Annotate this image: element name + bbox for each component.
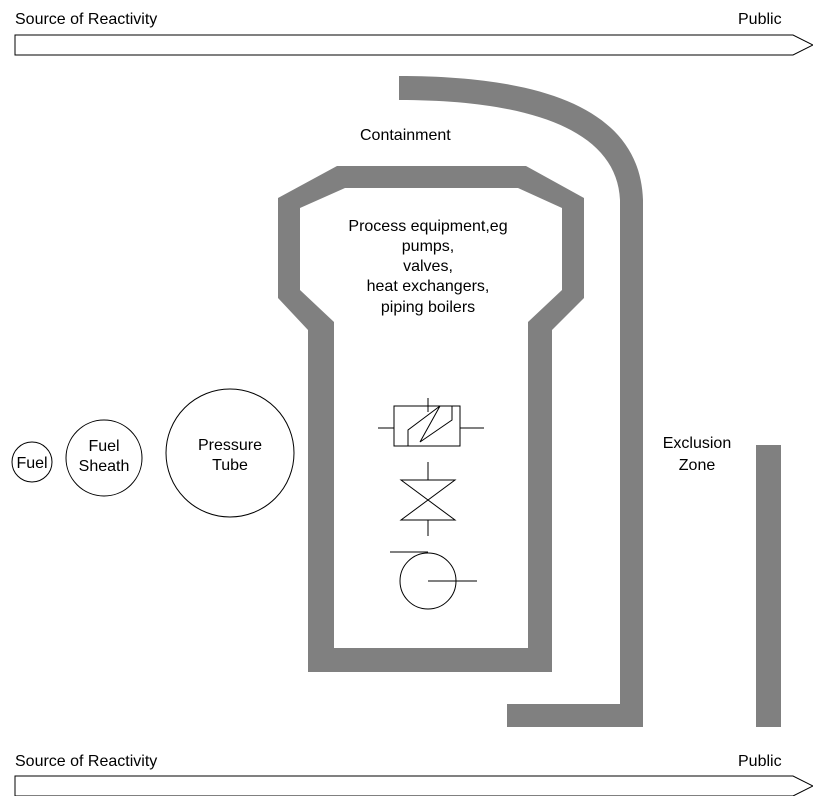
process-equipment-line-5: piping boilers xyxy=(381,299,475,316)
containment-wall xyxy=(399,76,643,727)
fuel-label: Fuel xyxy=(16,455,47,472)
bottom-arrow-group: Source of Reactivity Public xyxy=(14,753,813,797)
exclusion-zone-group: Exclusion Zone xyxy=(663,435,781,727)
top-arrow-group: Source of Reactivity Public xyxy=(14,11,813,56)
heat-exchanger-icon xyxy=(378,398,484,447)
bottom-arrow-left-label: Source of Reactivity xyxy=(15,753,157,770)
pressure-tube-label-1: Pressure xyxy=(198,437,262,454)
containment-label: Containment xyxy=(360,127,451,144)
exclusion-zone-label-2: Zone xyxy=(679,457,716,474)
process-equipment-line-1: Process equipment,eg xyxy=(348,218,507,235)
top-arrow-right-label: Public xyxy=(738,11,782,28)
pump-icon xyxy=(390,551,477,610)
exclusion-zone-barrier xyxy=(756,445,781,727)
pressure-tube-circle xyxy=(165,388,295,518)
fuel-barrier-group: Fuel Fuel Sheath Pressure Tube xyxy=(11,388,295,518)
process-equipment-line-2: pumps, xyxy=(402,238,454,255)
fuel-sheath-label-1: Fuel xyxy=(88,438,119,455)
process-enclosure-wall xyxy=(278,166,584,672)
process-equipment-line-4: heat exchangers, xyxy=(367,278,490,295)
valve-icon xyxy=(399,462,457,536)
bottom-direction-arrow xyxy=(14,775,813,797)
fuel-sheath-label-2: Sheath xyxy=(79,458,130,475)
top-arrow-left-label: Source of Reactivity xyxy=(15,11,157,28)
bottom-arrow-right-label: Public xyxy=(738,753,782,770)
process-equipment-line-3: valves, xyxy=(403,258,453,275)
process-equipment-group: Process equipment,eg pumps, valves, heat… xyxy=(278,166,584,672)
top-direction-arrow xyxy=(14,34,813,56)
containment-group: Containment xyxy=(360,76,643,727)
exclusion-zone-label-1: Exclusion xyxy=(663,435,731,452)
fuel-circle xyxy=(11,441,53,483)
pressure-tube-label-2: Tube xyxy=(212,457,248,474)
fuel-sheath-circle xyxy=(65,419,143,497)
